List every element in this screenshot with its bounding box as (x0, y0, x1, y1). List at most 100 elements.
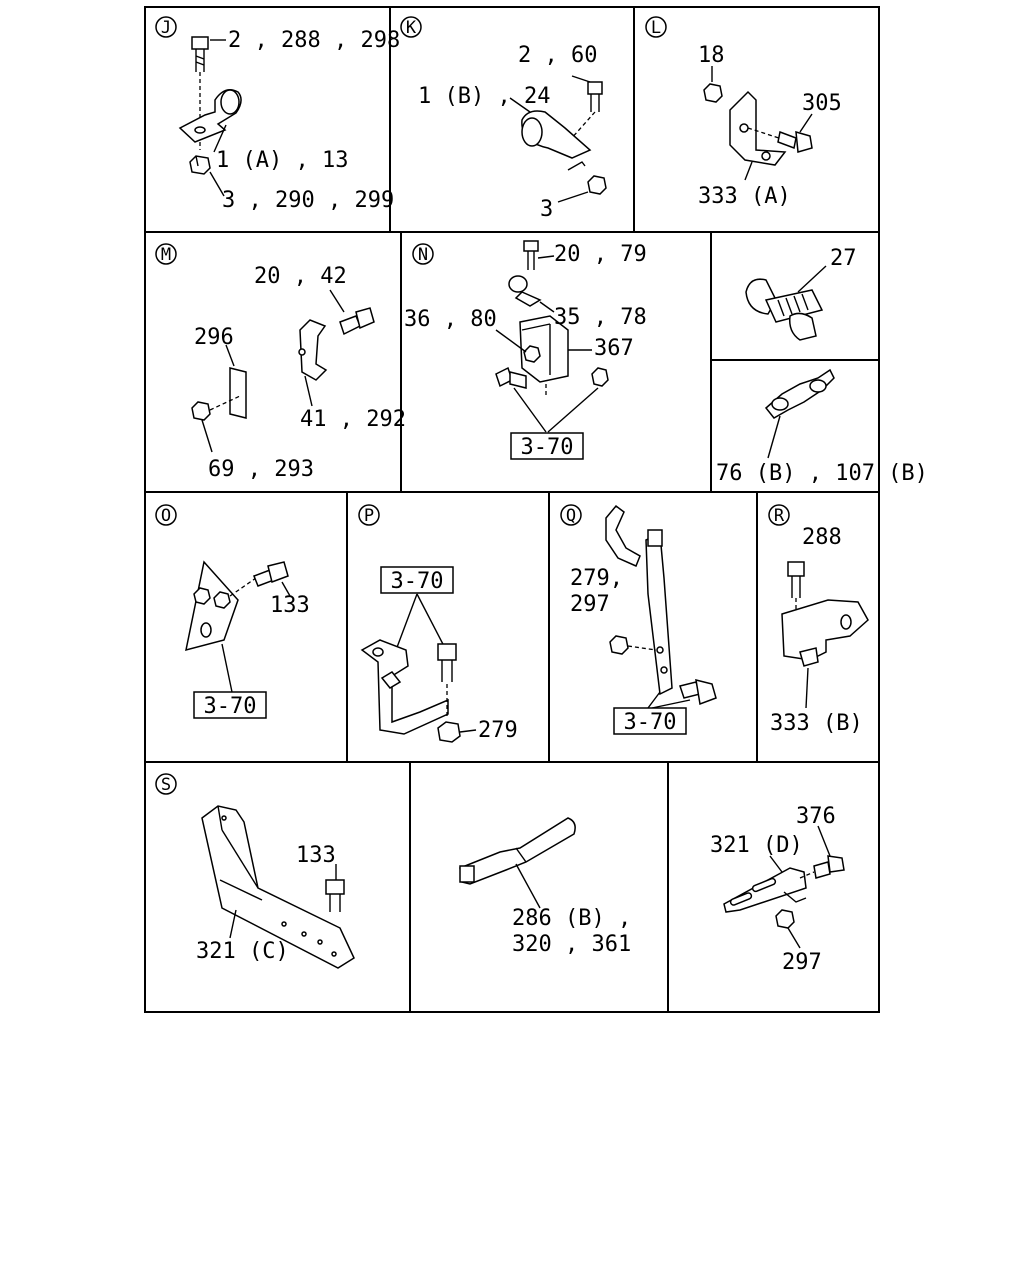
bolt-icon (777, 130, 813, 153)
nut-icon (609, 635, 629, 655)
nut-icon (193, 587, 231, 609)
angle-bracket-icon (781, 599, 869, 667)
label-part-numbers: 20 , 42 (254, 264, 347, 289)
label-part-numbers: 1 (A) , 13 (216, 148, 348, 173)
label-part-numbers: 279 (478, 718, 518, 743)
label-part-numbers: 297 (782, 950, 822, 975)
angle-bracket-icon (729, 90, 787, 166)
nut-icon (591, 367, 609, 387)
label-part-numbers: 76 (B) , 107 (B) (716, 461, 928, 486)
label-part-numbers: 18 (698, 43, 725, 68)
panel-o: O 133 3-70 (155, 504, 310, 719)
bolt-icon (437, 643, 457, 682)
reference-label: 3-70 (521, 435, 574, 460)
label-part-numbers: 2 , 60 (518, 43, 597, 68)
reference-box (613, 707, 687, 735)
label-part-numbers: 320 , 361 (512, 932, 631, 957)
nut-icon (523, 345, 541, 363)
panel-q: Q 279, 297 3-70 (560, 504, 717, 735)
panel-tag: J (161, 18, 171, 38)
panel-tag-circle-icon (155, 16, 177, 38)
panel-tag-circle-icon (560, 504, 582, 526)
label-part-numbers: 2 , 288 , 298 (228, 28, 400, 53)
label-part-numbers: 69 , 293 (208, 457, 314, 482)
nut-icon (191, 401, 211, 421)
panel-tag-circle-icon (358, 504, 380, 526)
label-part-numbers: 321 (D) (710, 833, 803, 858)
panel-tag: M (161, 245, 171, 265)
panel-stay-321d: 376 321 (D) 297 (710, 804, 845, 975)
block-bracket-icon (519, 315, 569, 383)
double-clip-icon (745, 278, 824, 341)
panel-tag: O (161, 506, 171, 526)
stay-rod-icon (459, 817, 576, 885)
panel-clip-27: 27 (745, 246, 857, 341)
double-clip-icon (764, 368, 835, 419)
panel-l: L 18 305 333 (A) (645, 16, 842, 209)
label-part-numbers: 35 , 78 (554, 305, 647, 330)
panel-k: K 2 , 60 1 (B) , 24 3 (400, 16, 607, 222)
clamp-icon (508, 275, 542, 307)
label-part-numbers: 133 (296, 843, 336, 868)
label-part-numbers: 133 (270, 593, 310, 618)
reference-label: 3-70 (204, 694, 257, 719)
panel-tag-circle-icon (645, 16, 667, 38)
long-bracket-icon (645, 529, 673, 696)
bolt-icon (253, 561, 289, 587)
panel-tag: K (406, 18, 417, 38)
label-part-numbers: 297 (570, 592, 610, 617)
panel-tag: N (418, 245, 428, 265)
panel-n: N 3-70 20 , 79 (404, 240, 647, 460)
panel-tag: Q (566, 506, 576, 526)
nut-icon (703, 83, 723, 103)
hose-fitting-icon (605, 504, 641, 568)
bolt-icon (813, 855, 845, 879)
bolt-icon (495, 366, 527, 389)
label-part-numbers: 36 , 80 (404, 307, 497, 332)
nut-icon (437, 721, 461, 743)
panel-tag: P (364, 506, 374, 526)
label-part-numbers: 27 (830, 246, 857, 271)
bolt-icon (587, 81, 603, 112)
panel-stay-286b: 286 (B) , 320 , 361 (459, 817, 631, 957)
bolt-icon (191, 36, 209, 72)
panel-tag-circle-icon (412, 243, 434, 265)
label-part-numbers: 333 (A) (698, 184, 791, 209)
bolt-icon (325, 879, 345, 912)
pipe-clamp-icon (521, 110, 592, 159)
label-part-numbers: 367 (594, 336, 634, 361)
label-part-numbers: 288 (802, 525, 842, 550)
panel-r: R 288 333 (B) (768, 504, 869, 736)
label-part-numbers: 279, (570, 566, 623, 591)
label-part-numbers: 286 (B) , (512, 906, 631, 931)
panel-tag-circle-icon (400, 16, 422, 38)
reference-box (510, 432, 584, 460)
panel-tag: R (774, 506, 785, 526)
bolt-icon (339, 307, 375, 336)
angle-bracket-icon (360, 639, 449, 735)
label-part-numbers: 376 (796, 804, 836, 829)
nut-icon (775, 909, 795, 929)
nut-icon (587, 175, 607, 195)
slotted-plate-icon (723, 867, 807, 913)
panel-tag-circle-icon (768, 504, 790, 526)
panel-tag-circle-icon (155, 504, 177, 526)
panel-s: S 133 321 (C) (155, 773, 355, 969)
panel-j: J 2 , 288 , 298 1 (A) , 13 3 , 290 , 299 (155, 16, 400, 213)
panel-tag: S (161, 775, 171, 795)
label-part-numbers: 321 (C) (196, 939, 289, 964)
panel-p: P 3-70 279 (358, 504, 518, 743)
pipe-clamp-icon (178, 89, 242, 143)
label-part-numbers: 1 (B) , 24 (418, 84, 550, 109)
clip-bracket-icon (298, 319, 328, 381)
nut-icon (189, 155, 211, 175)
label-part-numbers: 305 (802, 91, 842, 116)
bolt-icon (787, 561, 805, 598)
long-bracket-icon (201, 805, 355, 969)
panel-tag-circle-icon (155, 243, 177, 265)
panel-tag: L (651, 18, 661, 38)
reference-box (193, 691, 267, 719)
plate-bracket-icon (185, 560, 239, 652)
plate-icon (229, 367, 247, 419)
